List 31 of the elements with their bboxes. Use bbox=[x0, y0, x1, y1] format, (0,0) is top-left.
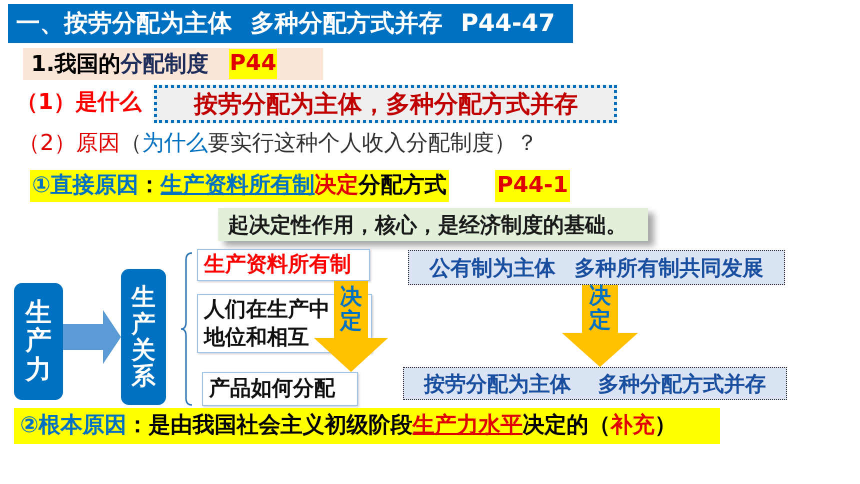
question-heading: （1）是什么 bbox=[16, 89, 142, 117]
block-arrow bbox=[314, 281, 388, 372]
item-box bbox=[197, 249, 370, 281]
item-box bbox=[202, 372, 358, 406]
item-text: 生产资料所有制 bbox=[204, 251, 351, 278]
title-bar: 一、按劳分配为主体 多种分配方式并存 P44-47 bbox=[8, 4, 573, 43]
answer-text: 按劳分配为主体，多种分配方式并存 bbox=[194, 89, 578, 120]
section-heading: 1.我国的分配制度 bbox=[31, 50, 209, 79]
callout-text: 起决定性作用，核心，是经济制度的基础。 bbox=[228, 212, 627, 238]
block-arrow bbox=[63, 310, 121, 364]
concept-text: 生产关系 bbox=[132, 284, 156, 390]
question-text: （2）原因（为什么要实行这种个人收入分配制度）？ bbox=[18, 130, 538, 158]
reason-text: ②根本原因：是由我国社会主义初级阶段生产力水平决定的（补充） bbox=[14, 408, 720, 444]
heading-band bbox=[23, 48, 323, 80]
edge-label: 决定 bbox=[340, 285, 362, 334]
reason-text: ①直接原因：生产资料所有制决定分配方式 bbox=[30, 170, 449, 202]
concept-box bbox=[14, 283, 63, 400]
block-arrow bbox=[562, 285, 638, 367]
concept-box bbox=[121, 269, 166, 405]
policy-box bbox=[403, 367, 787, 400]
policy-text: 按劳分配为主体 多种分配方式并存 bbox=[424, 370, 766, 398]
dotted-box bbox=[154, 85, 617, 123]
edge-label: 决定 bbox=[589, 284, 611, 334]
page-reference: P44-1 bbox=[495, 170, 570, 202]
concept-text: 生产力 bbox=[26, 298, 52, 384]
item-text: 产品如何分配 bbox=[209, 375, 335, 402]
policy-box bbox=[408, 250, 785, 285]
item-text: 人们在生产中地位和相互 bbox=[204, 296, 330, 350]
policy-text: 公有制为主体 多种所有制共同发展 bbox=[429, 254, 764, 282]
page-reference: P44 bbox=[228, 49, 278, 79]
callout-box bbox=[218, 208, 648, 241]
